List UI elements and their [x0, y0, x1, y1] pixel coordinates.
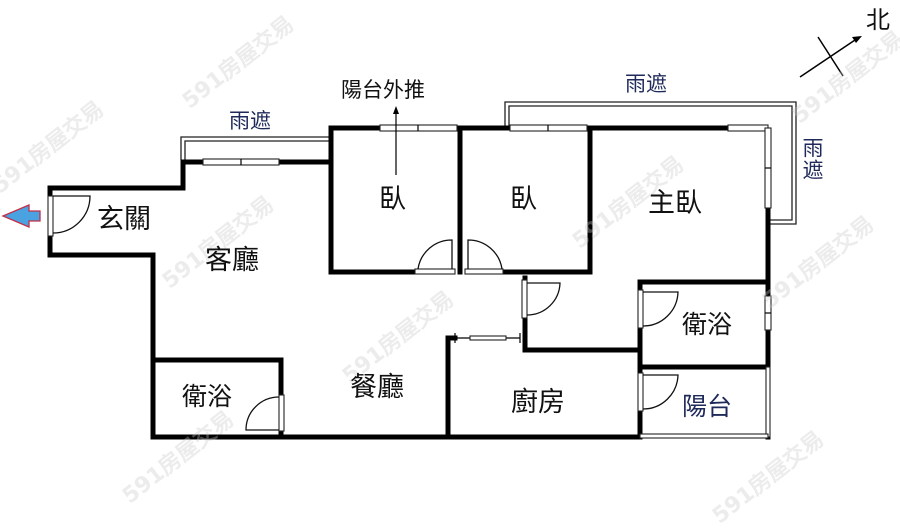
- room-label-living-room: 客廳: [205, 245, 259, 276]
- doors: [47, 195, 679, 432]
- windows: [202, 124, 772, 439]
- walls: [47, 125, 771, 440]
- balcony-push-out-arrow: [393, 106, 399, 175]
- room-label-bedroom-1: 臥: [379, 184, 406, 215]
- room-label-bathroom-1: 衛浴: [182, 382, 233, 411]
- awning-label-living: 雨遮: [229, 109, 271, 133]
- room-label-balcony: 陽台: [682, 392, 733, 421]
- awning-label-top-right: 雨遮: [625, 72, 667, 96]
- awning-master: [504, 101, 797, 225]
- entrance-arrow-icon: [1, 204, 41, 228]
- room-label-bathroom-2: 衛浴: [682, 310, 733, 339]
- floor-plan: [1, 36, 862, 440]
- awning-living: [180, 136, 331, 160]
- north-compass-icon: [799, 36, 862, 78]
- room-label-entry: 玄關: [97, 204, 151, 235]
- compass-north-label: 北: [866, 6, 890, 34]
- room-label-bedroom-2: 臥: [510, 184, 537, 215]
- awning-label-right: 雨遮: [800, 137, 824, 181]
- room-label-dining-room: 餐廳: [350, 372, 404, 403]
- balcony-push-out-label: 陽台外推: [341, 78, 425, 102]
- room-label-master-bedroom: 主臥: [648, 188, 702, 219]
- room-label-kitchen: 廚房: [511, 387, 565, 418]
